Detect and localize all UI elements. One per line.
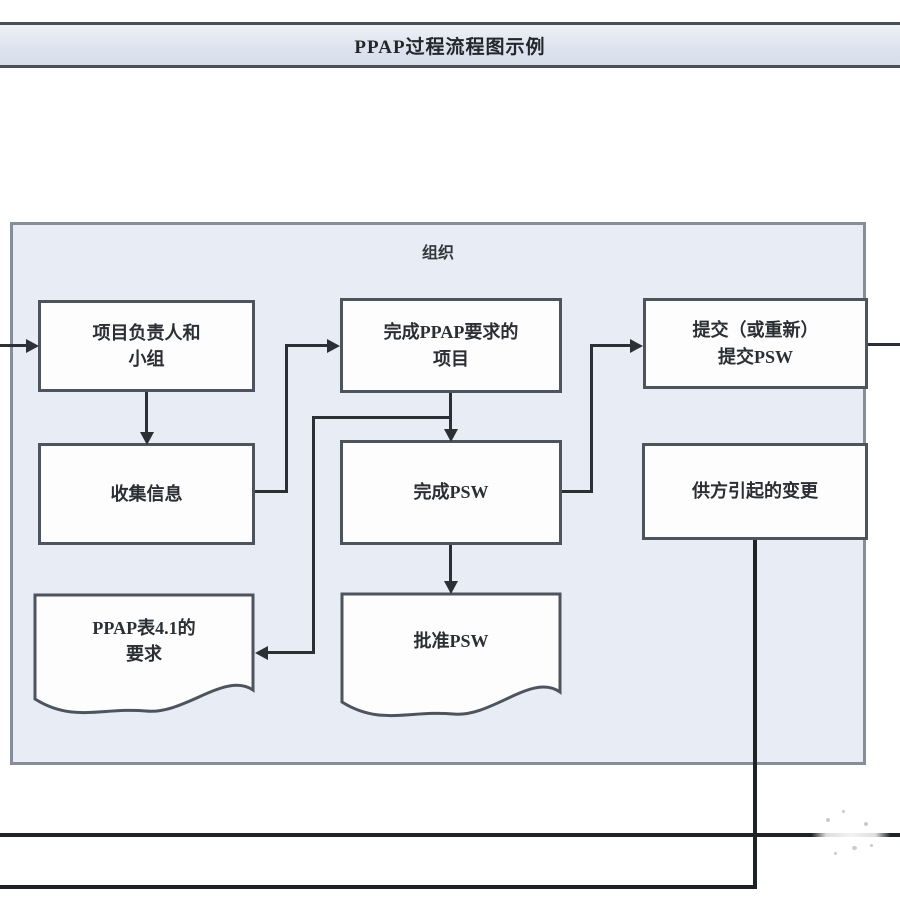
document-shape-icon bbox=[33, 593, 255, 715]
connector-psw-to-submit-seg3 bbox=[593, 344, 631, 347]
arrowhead-into-approve-psw-icon bbox=[444, 581, 458, 594]
connector-collect-to-items-seg2 bbox=[285, 344, 288, 493]
diagram-title: PPAP过程流程图示例 bbox=[354, 36, 546, 58]
node-complete-ppap-items-label: 完成PPAP要求的 项目 bbox=[383, 322, 519, 369]
node-supplier-changes: 供方引起的变更 bbox=[642, 443, 868, 540]
connector-branch-to-form-seg3 bbox=[267, 651, 312, 654]
node-complete-ppap-items: 完成PPAP要求的 项目 bbox=[340, 298, 562, 393]
connector-bottom-feedback-line bbox=[0, 833, 900, 837]
connector-items-to-psw bbox=[449, 393, 452, 430]
title-bar: PPAP过程流程图示例 bbox=[0, 22, 900, 68]
connector-psw-to-submit-seg2 bbox=[590, 344, 593, 493]
arrowhead-into-project-leader-icon bbox=[26, 339, 39, 353]
node-complete-psw-label: 完成PSW bbox=[413, 482, 489, 503]
arrowhead-into-ppap-form-icon bbox=[255, 646, 268, 660]
doc-approve-psw-label: 批准PSW bbox=[413, 631, 489, 651]
connector-supplier-return-line bbox=[0, 885, 757, 889]
arrowhead-into-complete-psw-icon bbox=[444, 429, 458, 442]
arrowhead-into-submit-psw-icon bbox=[630, 339, 643, 353]
doc-ppap-form-requirements-label: PPAP表4.1的 要求 bbox=[92, 618, 196, 665]
connector-psw-to-submit-seg1 bbox=[562, 490, 593, 493]
connector-psw-to-approve bbox=[449, 545, 452, 582]
connector-collect-to-items-seg3 bbox=[288, 344, 328, 347]
organization-label: 组织 bbox=[421, 245, 454, 262]
connector-branch-to-form-seg1 bbox=[312, 416, 452, 419]
node-project-leader: 项目负责人和 小组 bbox=[38, 300, 255, 392]
document-shape-icon bbox=[340, 592, 562, 718]
watermark-smudge bbox=[812, 800, 890, 874]
doc-approve-psw: 批准PSW bbox=[340, 592, 562, 724]
node-supplier-changes-label: 供方引起的变更 bbox=[692, 481, 818, 502]
node-complete-psw: 完成PSW bbox=[340, 440, 562, 545]
arrowhead-into-collect-info-icon bbox=[140, 432, 154, 445]
connector-entry-line bbox=[0, 344, 27, 347]
connector-supplier-down bbox=[753, 540, 757, 889]
node-submit-psw-label: 提交（或重新） 提交PSW bbox=[692, 320, 819, 367]
node-collect-info: 收集信息 bbox=[38, 443, 255, 545]
connector-submit-to-edge bbox=[868, 343, 900, 346]
doc-ppap-form-requirements: PPAP表4.1的 要求 bbox=[33, 593, 255, 721]
connector-branch-to-form-seg2 bbox=[312, 416, 315, 654]
node-collect-info-label: 收集信息 bbox=[110, 483, 183, 504]
arrowhead-into-complete-ppap-items-icon bbox=[327, 339, 340, 353]
connector-leader-to-collect bbox=[145, 392, 148, 433]
connector-collect-to-items-seg1 bbox=[255, 490, 288, 493]
node-submit-psw: 提交（或重新） 提交PSW bbox=[643, 298, 868, 389]
node-project-leader-label: 项目负责人和 小组 bbox=[92, 322, 201, 369]
